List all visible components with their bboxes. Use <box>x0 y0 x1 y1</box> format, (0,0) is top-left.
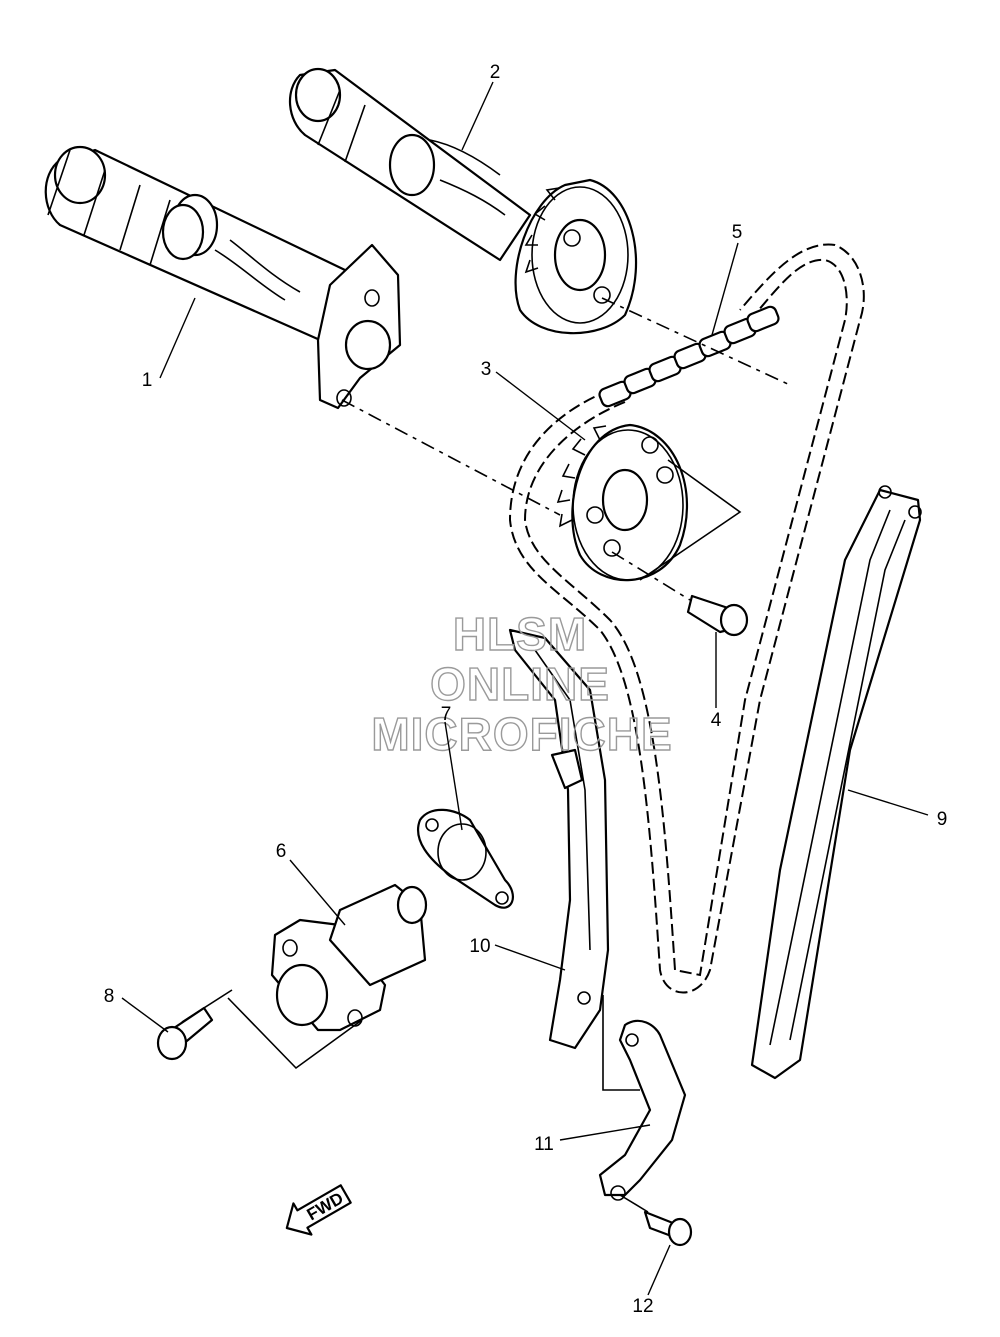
chain-guide-10 <box>508 628 610 1050</box>
chain-links <box>598 305 780 408</box>
watermark-line-2: ONLINE <box>430 658 610 710</box>
callout-labels: 1 2 3 4 5 6 7 8 9 10 11 12 <box>104 62 948 1317</box>
callout-11: 11 <box>534 1134 554 1155</box>
chain-guide-9 <box>750 485 922 1080</box>
callout-10: 10 <box>469 936 490 957</box>
watermark-line-3: MICROFICHE <box>371 708 672 760</box>
camshaft-1 <box>44 145 402 410</box>
watermark: HLSM ONLINE MICROFICHE <box>371 607 673 760</box>
callout-5: 5 <box>732 222 743 243</box>
assembly-lines <box>181 297 791 1213</box>
cam-chain-5 <box>508 243 865 994</box>
callout-1: 1 <box>142 370 153 391</box>
gasket-7 <box>417 808 514 909</box>
watermark-line-1: HLSM <box>453 608 587 660</box>
callout-8: 8 <box>104 986 115 1007</box>
callout-3: 3 <box>481 359 492 380</box>
callout-12: 12 <box>632 1296 653 1317</box>
bracket-11 <box>598 995 687 1201</box>
chain-tensioner-6 <box>270 883 428 1032</box>
bolt-8 <box>156 1006 214 1061</box>
callout-4: 4 <box>711 710 722 731</box>
fwd-arrow: FWD <box>285 1184 352 1236</box>
camshaft-2 <box>288 67 638 335</box>
leader-lines <box>121 81 929 1296</box>
bolt-12 <box>643 1210 693 1247</box>
callout-6: 6 <box>276 841 287 862</box>
callout-9: 9 <box>937 809 948 830</box>
callout-7: 7 <box>441 704 452 725</box>
callout-2: 2 <box>490 62 501 83</box>
bolt-4 <box>686 594 749 637</box>
cam-sprocket-3 <box>556 423 689 582</box>
